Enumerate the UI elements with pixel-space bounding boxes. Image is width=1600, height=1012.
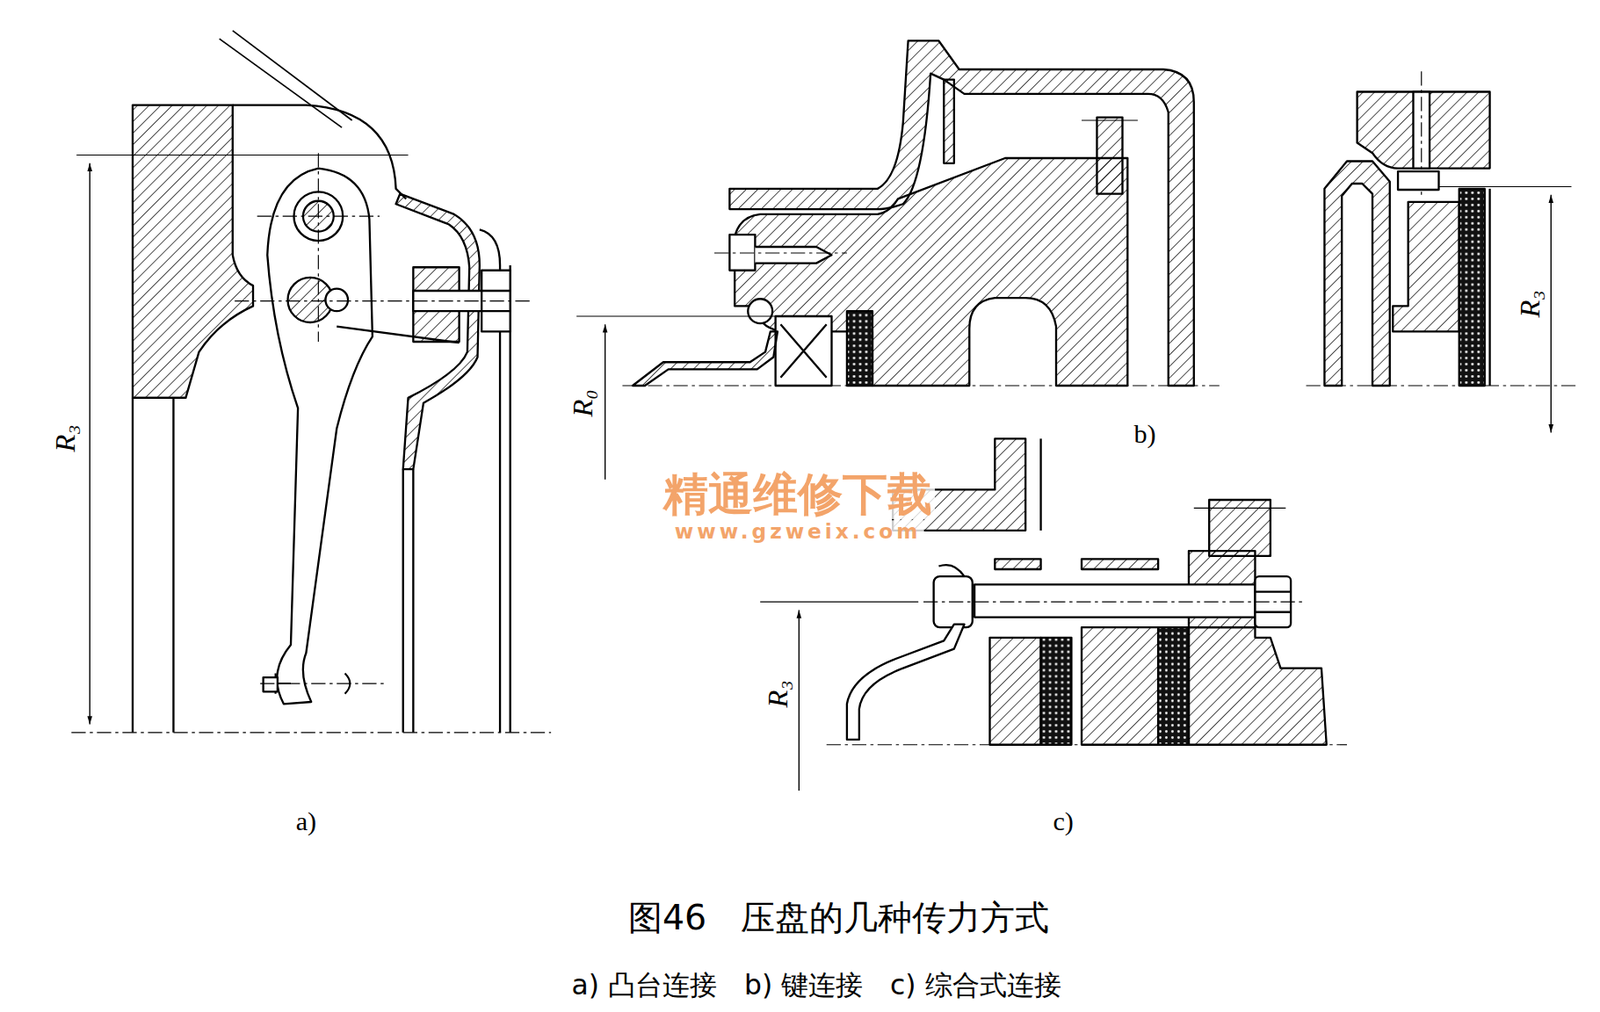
dimension-label: R₃ xyxy=(1514,290,1547,319)
figure-caption: a) 凸台连接 b) 键连接 c) 综合式连接 xyxy=(571,969,1062,1000)
watermark: 精通维修下载 xyxy=(660,470,935,520)
figure-label: b) xyxy=(1133,419,1156,449)
dimension-label: R₃ xyxy=(762,680,795,708)
figure-label: c) xyxy=(1052,807,1073,837)
figure-title: 图46 压盘的几种传力方式 xyxy=(628,898,1050,937)
dimension-label: R₀ xyxy=(567,389,600,417)
figure-label: a) xyxy=(296,807,317,837)
dimension-label: R₃ xyxy=(50,425,83,453)
watermark: www.gzweix.com xyxy=(672,520,925,543)
